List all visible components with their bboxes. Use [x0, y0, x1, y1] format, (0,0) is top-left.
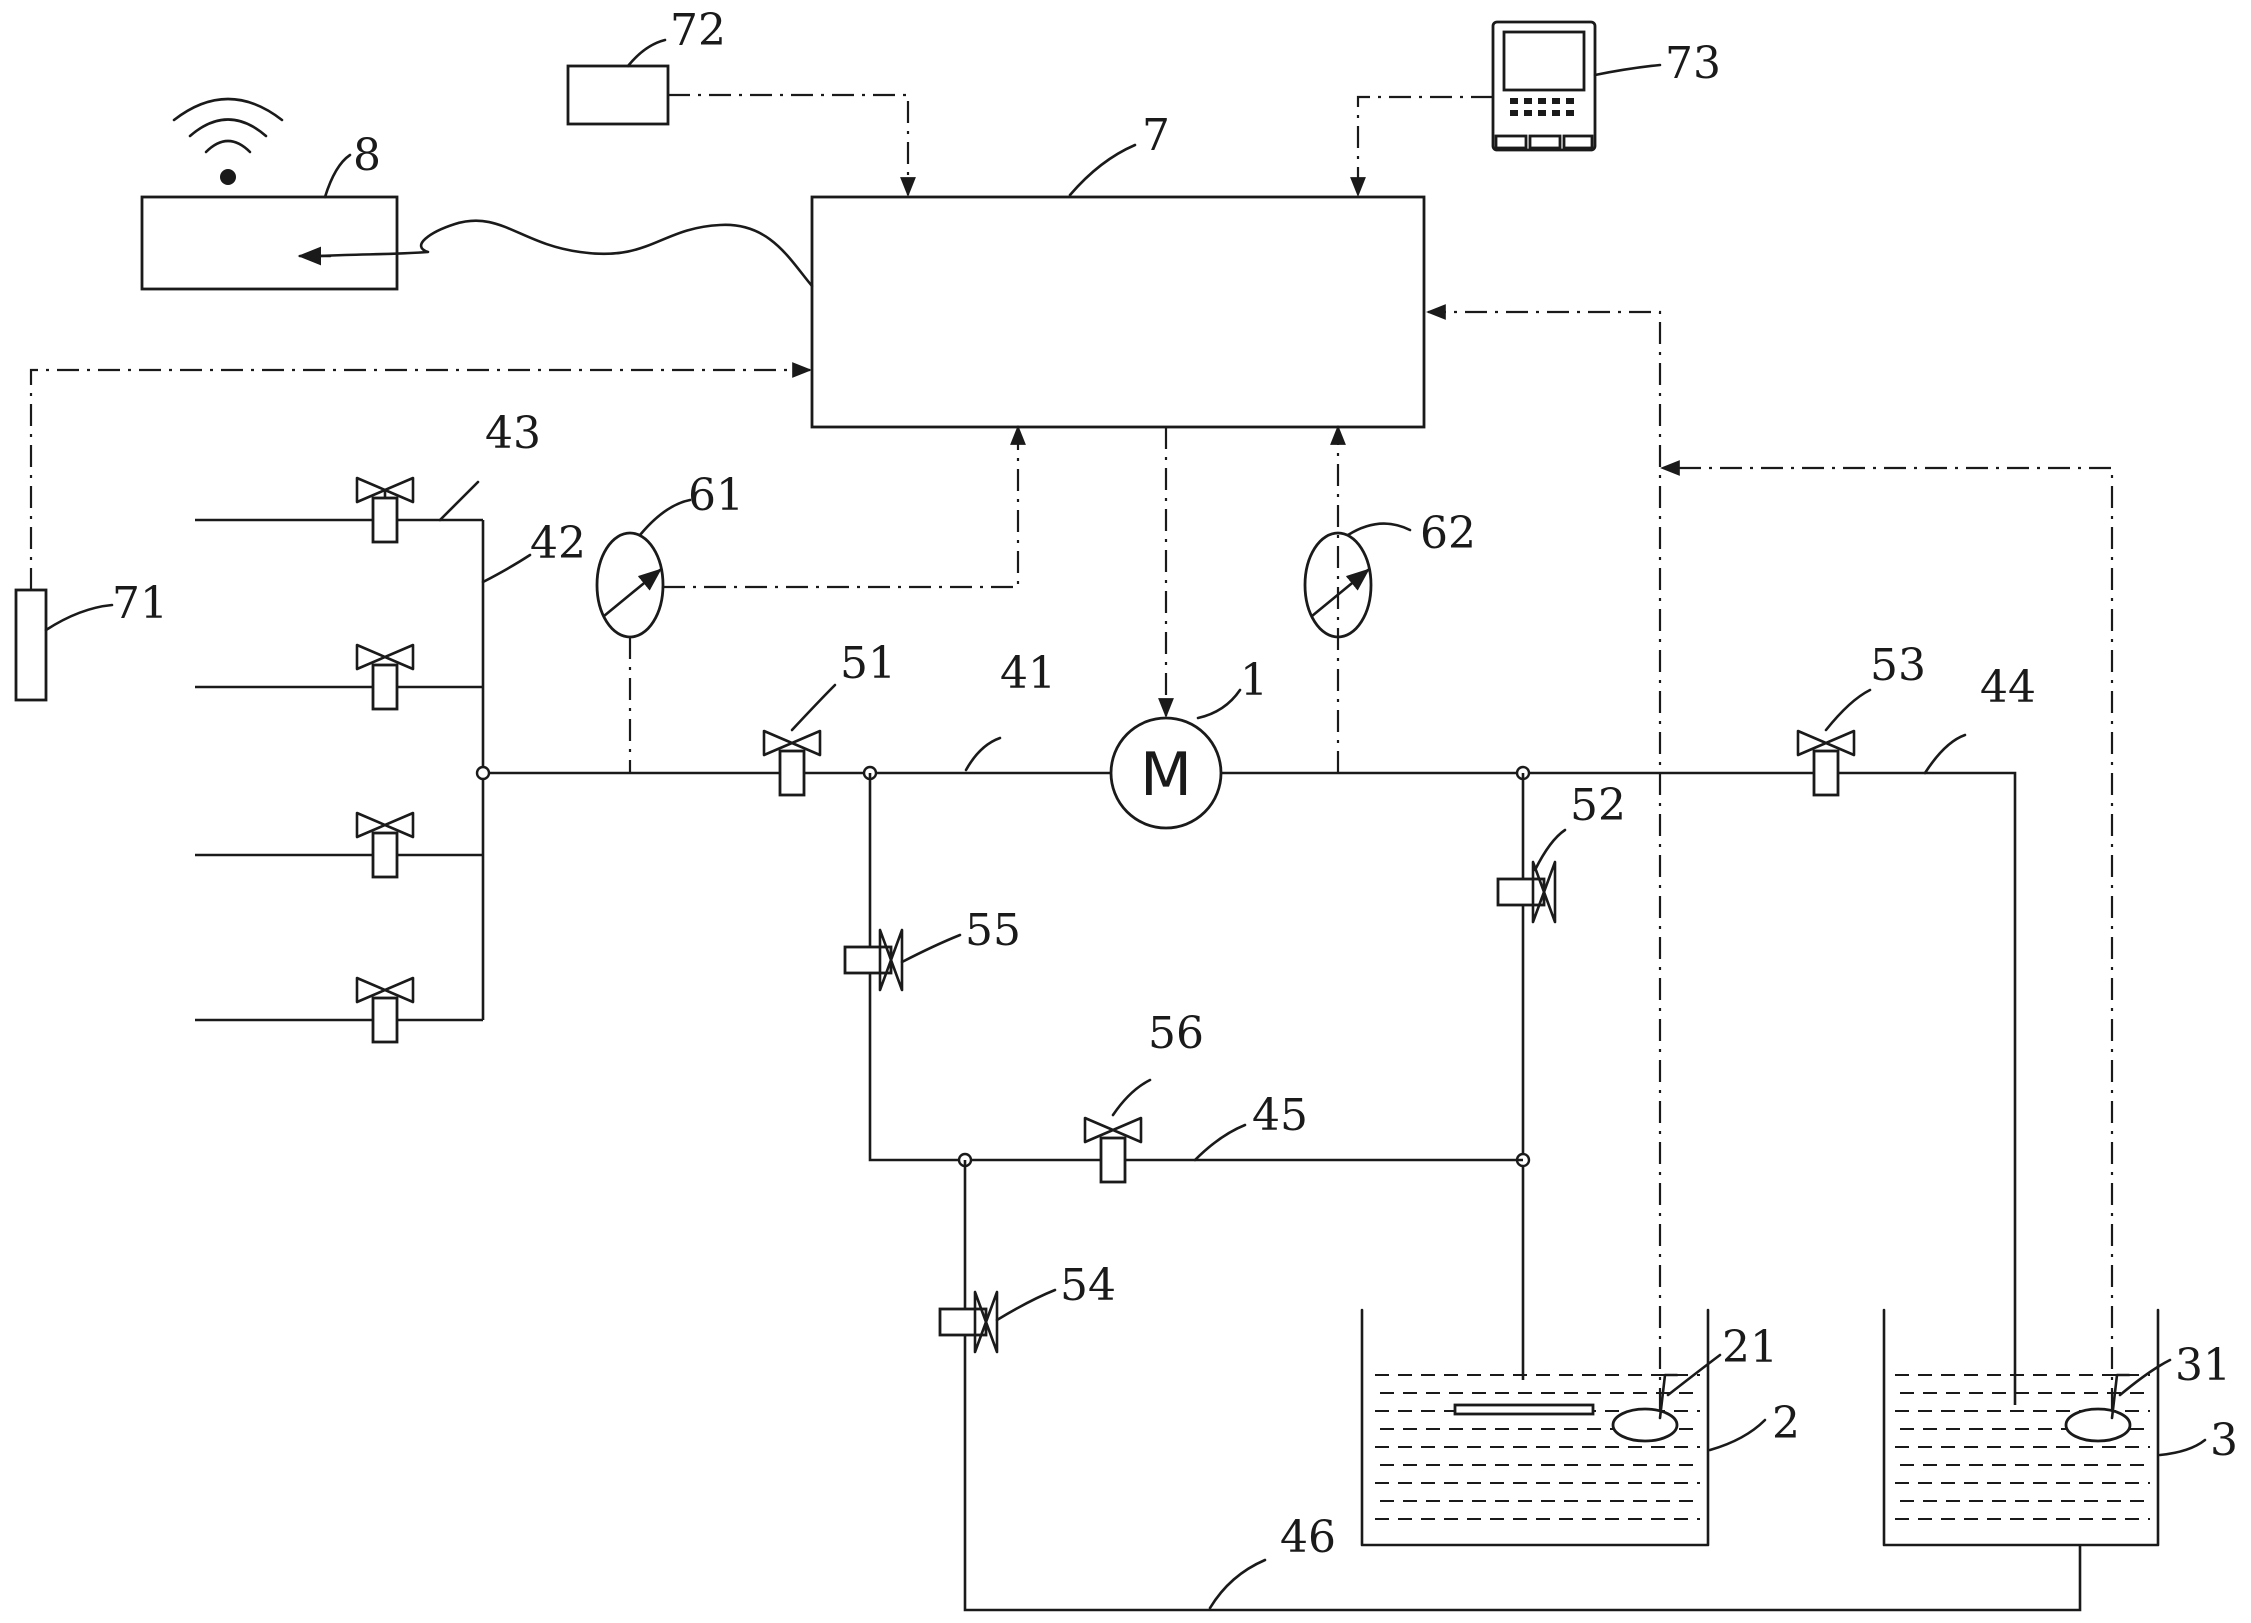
label-42: 42 — [530, 518, 586, 569]
float-sensor-21 — [1611, 1373, 1679, 1443]
label-55: 55 — [965, 905, 1021, 956]
tank-2-water — [1375, 1374, 1700, 1520]
signal-61-line — [663, 425, 1026, 589]
branch-valve-1 — [355, 476, 415, 544]
label-72: 72 — [670, 5, 726, 56]
signal-71-line — [29, 362, 812, 590]
label-45: 45 — [1252, 1090, 1308, 1141]
junction-42 — [475, 765, 491, 781]
control-terminal-icon — [1491, 20, 1597, 152]
label-44: 44 — [1980, 662, 2036, 713]
tank-3 — [1882, 1308, 2160, 1547]
label-3: 3 — [2210, 1415, 2238, 1466]
float-sensor-31 — [2064, 1373, 2132, 1443]
label-8: 8 — [353, 130, 381, 181]
label-21: 21 — [1722, 1322, 1778, 1373]
motor-letter: M — [1140, 740, 1192, 810]
label-53: 53 — [1870, 640, 1926, 691]
label-56: 56 — [1148, 1008, 1204, 1059]
pipe-44 — [1520, 771, 2017, 1405]
branch-valve-4 — [355, 976, 415, 1044]
pipe-46 — [963, 1160, 2082, 1612]
wifi-signal-icon — [172, 97, 284, 185]
pressure-gauge-61 — [595, 531, 665, 639]
label-51: 51 — [840, 638, 896, 689]
wireless-link-line — [316, 219, 814, 288]
reference-labels: 1 2 3 7 8 21 31 41 42 43 44 45 46 51 52 … — [112, 5, 2238, 1563]
label-54: 54 — [1060, 1260, 1116, 1311]
sensor-72-box — [566, 64, 670, 126]
signal-21-line — [1426, 304, 1662, 1410]
leader-lines — [44, 38, 2207, 1610]
gauge-61-needle — [602, 568, 662, 618]
valve-56 — [1083, 1116, 1143, 1184]
valve-52 — [1496, 860, 1557, 924]
signal-72-line — [668, 93, 916, 197]
label-1: 1 — [1240, 655, 1268, 706]
motor-pump — [1109, 716, 1223, 830]
wireless-module-box — [140, 195, 399, 291]
label-61: 61 — [688, 470, 744, 521]
label-73: 73 — [1665, 38, 1721, 89]
valve-55 — [843, 928, 904, 992]
label-31: 31 — [2175, 1340, 2231, 1391]
label-71: 71 — [112, 578, 168, 629]
pipe-55 — [868, 773, 1523, 1162]
tank-2-outlet-bar — [1453, 1403, 1595, 1416]
sensor-71-box — [14, 588, 48, 702]
controller-box — [810, 195, 1426, 429]
label-46: 46 — [1280, 1512, 1336, 1563]
label-41: 41 — [1000, 648, 1056, 699]
branch-valve-3 — [355, 811, 415, 879]
signal-73-line — [1350, 95, 1493, 197]
label-62: 62 — [1420, 508, 1476, 559]
label-2: 2 — [1772, 1398, 1800, 1449]
valve-53 — [1796, 729, 1856, 797]
gauge-62-needle — [1310, 568, 1370, 618]
valve-51 — [762, 729, 822, 797]
signal-31-line — [1660, 460, 2114, 1410]
tank-2 — [1360, 1308, 1710, 1547]
label-43: 43 — [485, 408, 541, 459]
valve-54 — [938, 1290, 999, 1354]
label-7: 7 — [1142, 110, 1170, 161]
branch-valve-2 — [355, 643, 415, 711]
label-52: 52 — [1570, 780, 1626, 831]
